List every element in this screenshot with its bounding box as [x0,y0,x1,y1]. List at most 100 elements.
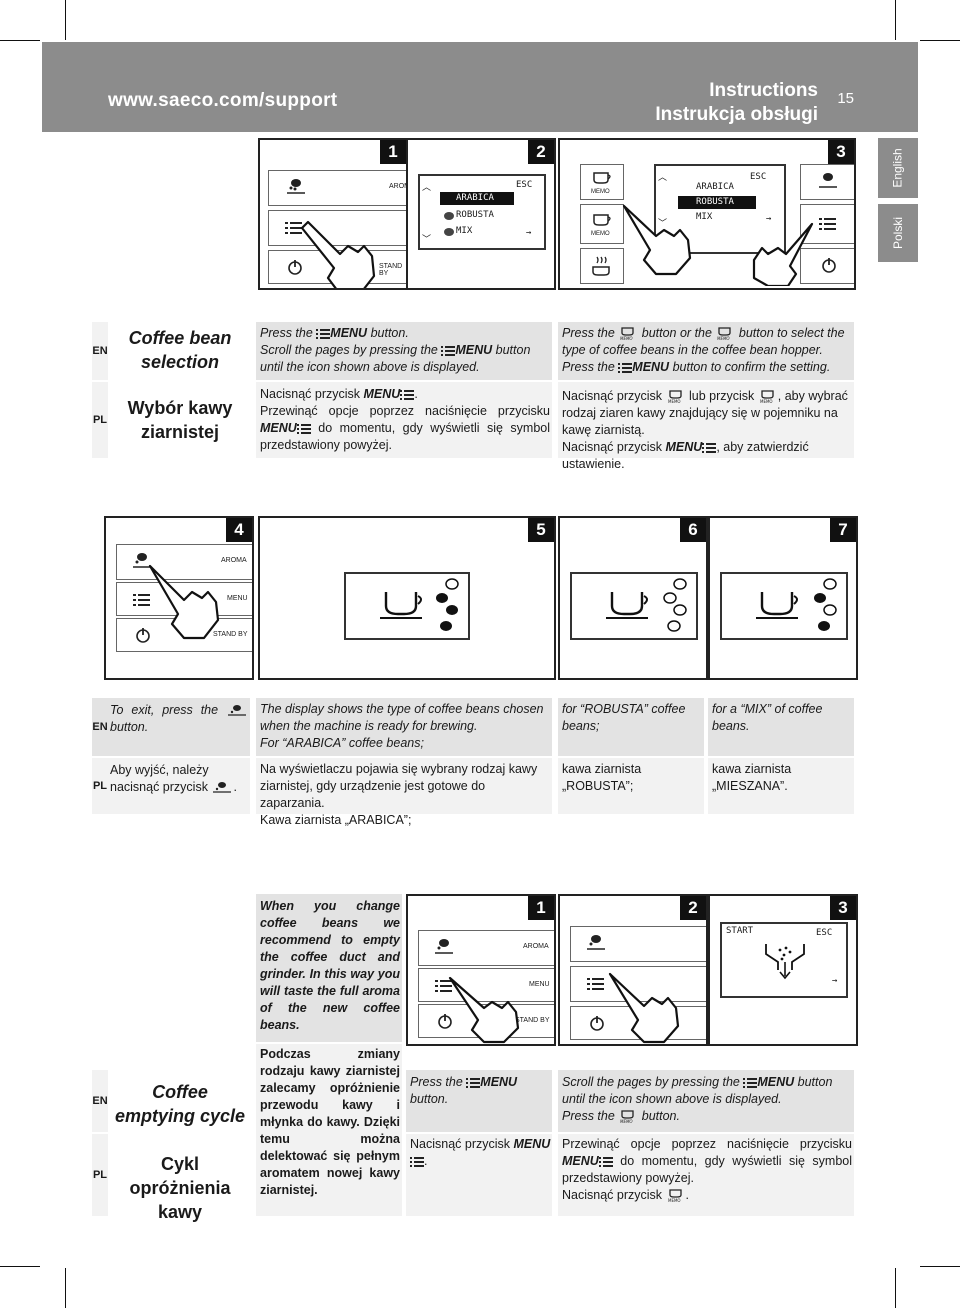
display-info-pl: Na wyświetlaczu pojawia się wybrany rodz… [260,762,538,827]
menu-icon [587,978,604,990]
text-cell-en-1 [256,322,552,380]
option-mix: MIX [696,212,713,222]
menu-icon [133,594,150,606]
step-number: 7 [830,518,856,542]
standby-button [800,248,854,284]
crop-mark [65,0,66,40]
hand-pointer-icon [148,564,220,640]
hand-pointer-icon [608,972,680,1044]
text-cell-en-mix [708,698,854,756]
menu-label: MENU [227,595,248,602]
svg-text:MEMO: MEMO [620,336,633,341]
hot-water-button [580,248,624,284]
menu-icon [296,423,311,434]
illustration-panel-4: 4 AROMA MENU STAND BY [104,516,254,680]
exit-instruction-en: To exit, press the button. [110,702,248,736]
page-header: www.saeco.com/support Instructions Instr… [42,42,918,132]
cup-memo-icon: MEMO [760,390,774,404]
memo-label: MEMO [591,189,610,195]
cup-arabica-display [380,578,459,631]
tab-english[interactable]: English [878,138,918,198]
menu-icon [466,1077,481,1088]
note-cell-en [256,894,402,1042]
beans-button: AROMA [116,544,252,580]
cup-mix-display [756,578,837,631]
support-url[interactable]: www.saeco.com/support [108,90,338,111]
illustration-panel-empty-1: 1 AROMA MENU STAND BY [406,894,556,1046]
aroma-label: AROMA [523,943,549,950]
enter-arrow-icon: → [766,214,772,224]
steam-icon [592,256,610,276]
cup-memo-icon: MEMO [620,327,634,341]
text-cell-en-3b [558,1070,854,1132]
menu-icon [435,980,452,992]
menu-button [800,204,854,244]
mix-pl: kawa ziarnista „MIESZANA”. [712,762,792,793]
menu-button [570,966,706,1002]
note-cell-pl [256,1044,402,1216]
option-robusta: ROBUSTA [456,210,494,220]
step-number: 3 [830,896,856,920]
robusta-pl: kawa ziarnista „ROBUSTA”; [562,762,642,793]
lcd-display [720,572,848,640]
section-title-en: Coffee emptying cycle [114,1082,246,1126]
svg-text:MEMO: MEMO [717,336,730,341]
instruction-pl-3b: Przewinąć opcje poprzez naciśnięcie przy… [562,1137,852,1203]
beans-button [570,926,706,962]
text-cell-pl-robusta [558,758,704,814]
coffee-bean-icon [435,939,453,954]
text-cell-en-robusta [558,698,704,756]
step-number: 3 [828,140,854,164]
enter-arrow-icon: → [526,228,532,238]
lang-strip-en [92,1070,108,1132]
standby-button: STAND BY [116,618,252,652]
menu-button [268,210,406,246]
esc-label: ESC [516,180,533,190]
tab-polski[interactable]: Polski [878,204,918,262]
lang-strip-pl [92,1134,108,1216]
cup-memo-icon: MEMO [668,1189,682,1203]
cup-memo-icon: MEMO [620,1110,634,1124]
memo-button-1: MEMO [580,164,624,200]
hand-pointer-icon [300,220,376,288]
step-number: 4 [226,518,252,542]
coffee-bean-icon [587,935,605,950]
text-cell-en-exit [92,698,250,756]
menu-icon [743,1077,758,1088]
text-cell-pl-1 [256,382,552,458]
display-info-en: The display shows the type of coffee bea… [260,702,544,750]
lang-label-en: EN [92,721,108,733]
esc-label: ESC [750,172,767,182]
menu-button: MENU [418,968,554,1002]
step-number: 2 [528,140,554,164]
standby-label: STAND BY [213,631,248,638]
instruction-en-2: Press the MEMO button or the MEMO button… [562,326,845,374]
crop-mark [920,1266,960,1267]
power-icon [590,1016,604,1031]
option-robusta: ROBUSTA [678,196,756,209]
illustration-panel-6: 6 [558,516,708,680]
lcd-display: START ESC → [720,922,848,998]
cup-icon [593,214,611,226]
lcd-display: ︿ ESC ARABICA ROBUSTA MIX ﹀ → [654,164,786,254]
memo-button-2: MEMO [580,204,624,244]
illustration-panel-empty-3: 3 START ESC → [708,894,858,1046]
up-arrow-icon: ︿ [658,173,668,183]
power-icon [438,1014,452,1029]
option-mix: MIX [456,226,473,236]
menu-icon [316,328,331,339]
menu-icon [702,442,717,453]
cup-memo-icon: MEMO [717,327,732,341]
menu-icon [618,362,633,373]
cup-icon [593,172,611,184]
svg-text:MEMO: MEMO [668,399,681,404]
beans-button [800,164,854,200]
instruction-en-3a: Press the MENU button. [410,1075,518,1106]
crop-mark [65,1268,66,1308]
down-arrow-icon: ﹀ [658,219,668,229]
svg-text:MEMO: MEMO [620,1119,633,1124]
step-number: 1 [528,896,554,920]
cup-robusta-display [606,578,687,632]
menu-icon [400,389,415,400]
up-arrow-icon: ︿ [422,183,432,193]
